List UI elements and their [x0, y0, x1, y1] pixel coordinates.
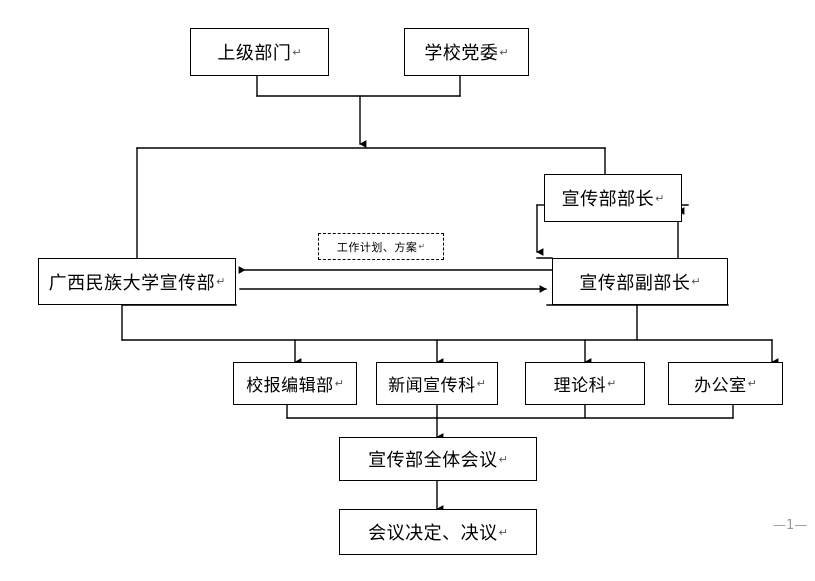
note-work-plan-label: 工作计划、方案 [336, 240, 418, 254]
node-school-paper-editorial[interactable]: 校报编辑部↵ [233, 362, 357, 405]
node-school-party-committee-label: 学校党委 [424, 43, 499, 64]
node-school-paper-editorial-label: 校报编辑部 [246, 376, 334, 396]
node-office[interactable]: 办公室↵ [668, 362, 783, 405]
pilcrow-mark: ↵ [292, 45, 302, 59]
pilcrow-mark: ↵ [607, 377, 617, 390]
node-deputy-director-label: 宣传部副部长 [579, 272, 691, 294]
pilcrow-mark: ↵ [747, 377, 757, 390]
node-upper-department[interactable]: 上级部门↵ [190, 28, 329, 76]
node-school-party-committee[interactable]: 学校党委↵ [404, 28, 529, 76]
node-publicity-department[interactable]: 广西民族大学宣传部↵ [38, 258, 236, 305]
node-office-label: 办公室 [694, 376, 747, 396]
node-upper-department-label: 上级部门 [217, 43, 292, 64]
node-deputy-director[interactable]: 宣传部副部长↵ [552, 258, 728, 305]
pilcrow-mark: ↵ [418, 242, 426, 251]
node-director[interactable]: 宣传部部长↵ [544, 174, 682, 222]
node-theory-section[interactable]: 理论科↵ [525, 362, 645, 405]
node-news-publicity-section-label: 新闻宣传科 [388, 376, 476, 396]
node-theory-section-label: 理论科 [553, 376, 607, 396]
pilcrow-mark: ↵ [216, 275, 226, 288]
pilcrow-mark: ↵ [498, 452, 508, 466]
node-plenary-meeting-label: 宣传部全体会议 [368, 450, 498, 471]
node-director-label: 宣传部部长 [561, 189, 655, 210]
pilcrow-mark: ↵ [476, 377, 486, 390]
pilcrow-mark: ↵ [655, 191, 665, 205]
pilcrow-mark: ↵ [499, 45, 509, 59]
node-publicity-department-label: 广西民族大学宣传部 [48, 272, 216, 294]
pilcrow-mark: ↵ [334, 377, 344, 390]
pilcrow-mark: ↵ [498, 525, 508, 539]
node-news-publicity-section[interactable]: 新闻宣传科↵ [376, 362, 498, 405]
node-meeting-resolution-label: 会议决定、决议 [368, 523, 498, 544]
page-number-marker: —1— [773, 518, 808, 533]
note-work-plan: 工作计划、方案↵ [318, 233, 444, 260]
node-meeting-resolution[interactable]: 会议决定、决议↵ [339, 509, 537, 555]
pilcrow-mark: ↵ [691, 275, 701, 288]
node-plenary-meeting[interactable]: 宣传部全体会议↵ [339, 437, 537, 481]
